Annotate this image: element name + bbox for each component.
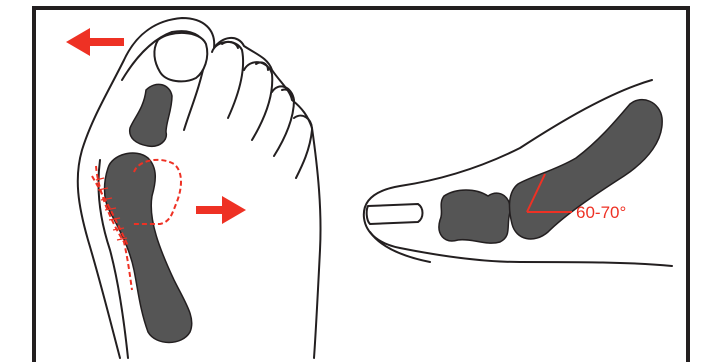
side-proximal-phalanx [439, 190, 510, 243]
angle-label: 60-70° [576, 203, 626, 222]
big-toenail [154, 33, 207, 81]
side-toenail [367, 204, 423, 224]
arrow-left-icon [66, 28, 124, 56]
